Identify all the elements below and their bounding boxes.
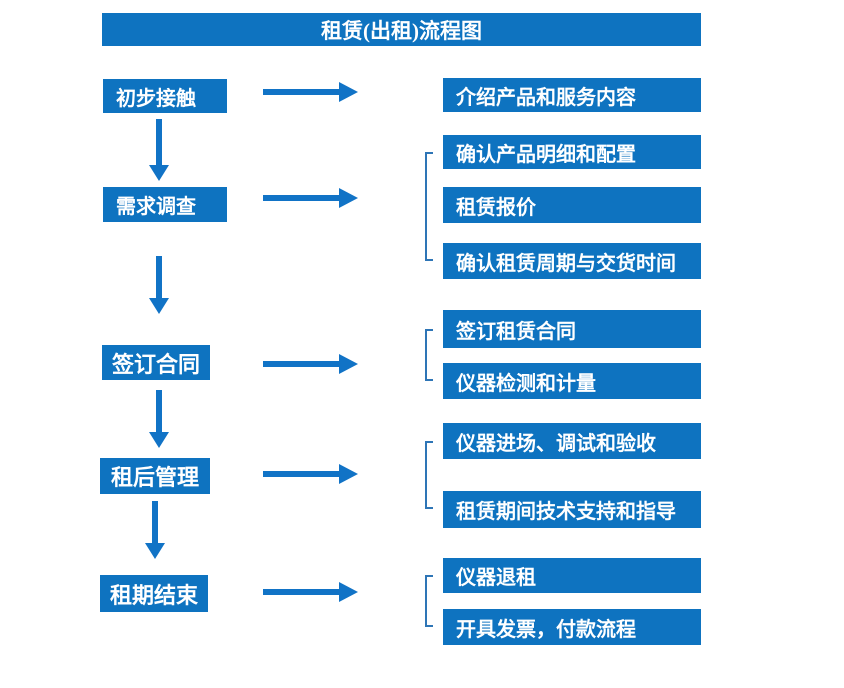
- arrow-right-icon-1: [263, 82, 358, 102]
- detail-box-rental-quotation: 租赁报价: [443, 187, 701, 223]
- arrow-shaft: [152, 501, 158, 543]
- group-bracket-demand-survey: [425, 152, 433, 261]
- arrow-right-icon-4: [263, 464, 358, 484]
- detail-box-sign-rental-contract: 签订租赁合同: [443, 310, 701, 348]
- arrow-shaft: [263, 195, 340, 201]
- arrow-head: [339, 188, 358, 208]
- arrow-right-icon-5: [263, 582, 358, 602]
- detail-box-introduce-products: 介绍产品和服务内容: [443, 78, 701, 112]
- detail-box-confirm-period-delivery: 确认租赁周期与交货时间: [443, 243, 701, 279]
- arrow-head: [149, 432, 169, 448]
- detail-box-confirm-product-specs: 确认产品明细和配置: [443, 135, 701, 169]
- stage-box-initial-contact: 初步接触: [103, 79, 227, 113]
- arrow-down-icon-4: [145, 501, 165, 559]
- detail-box-instrument-testing: 仪器检测和计量: [443, 363, 701, 399]
- arrow-down-icon-2: [149, 256, 169, 314]
- group-bracket-sign-contract: [425, 329, 433, 381]
- arrow-shaft: [263, 361, 340, 367]
- arrow-head: [339, 354, 358, 374]
- arrow-head: [145, 543, 165, 559]
- arrow-down-icon-1: [149, 119, 169, 181]
- detail-box-technical-support: 租赁期间技术支持和指导: [443, 491, 701, 528]
- arrow-shaft: [156, 390, 162, 432]
- stage-box-demand-survey: 需求调查: [103, 187, 227, 222]
- stage-box-sign-contract: 签订合同: [102, 345, 210, 380]
- flowchart-title: 租赁(出租)流程图: [102, 13, 701, 46]
- arrow-head: [149, 298, 169, 314]
- group-bracket-rental-end: [425, 575, 433, 627]
- arrow-shaft: [156, 256, 162, 298]
- group-bracket-post-rental: [425, 441, 433, 509]
- detail-box-invoice-payment: 开具发票，付款流程: [443, 609, 701, 645]
- arrow-head: [339, 582, 358, 602]
- arrow-shaft: [263, 89, 340, 95]
- detail-box-instrument-setup: 仪器进场、调试和验收: [443, 423, 701, 459]
- arrow-right-icon-3: [263, 354, 358, 374]
- arrow-down-icon-3: [149, 390, 169, 448]
- arrow-shaft: [263, 589, 340, 595]
- stage-box-post-rental-management: 租后管理: [100, 458, 210, 494]
- stage-box-rental-end: 租期结束: [100, 575, 208, 612]
- arrow-head: [149, 165, 169, 181]
- arrow-head: [339, 464, 358, 484]
- arrow-shaft: [156, 119, 162, 165]
- arrow-shaft: [263, 471, 340, 477]
- arrow-head: [339, 82, 358, 102]
- detail-box-instrument-return: 仪器退租: [443, 558, 701, 593]
- arrow-right-icon-2: [263, 188, 358, 208]
